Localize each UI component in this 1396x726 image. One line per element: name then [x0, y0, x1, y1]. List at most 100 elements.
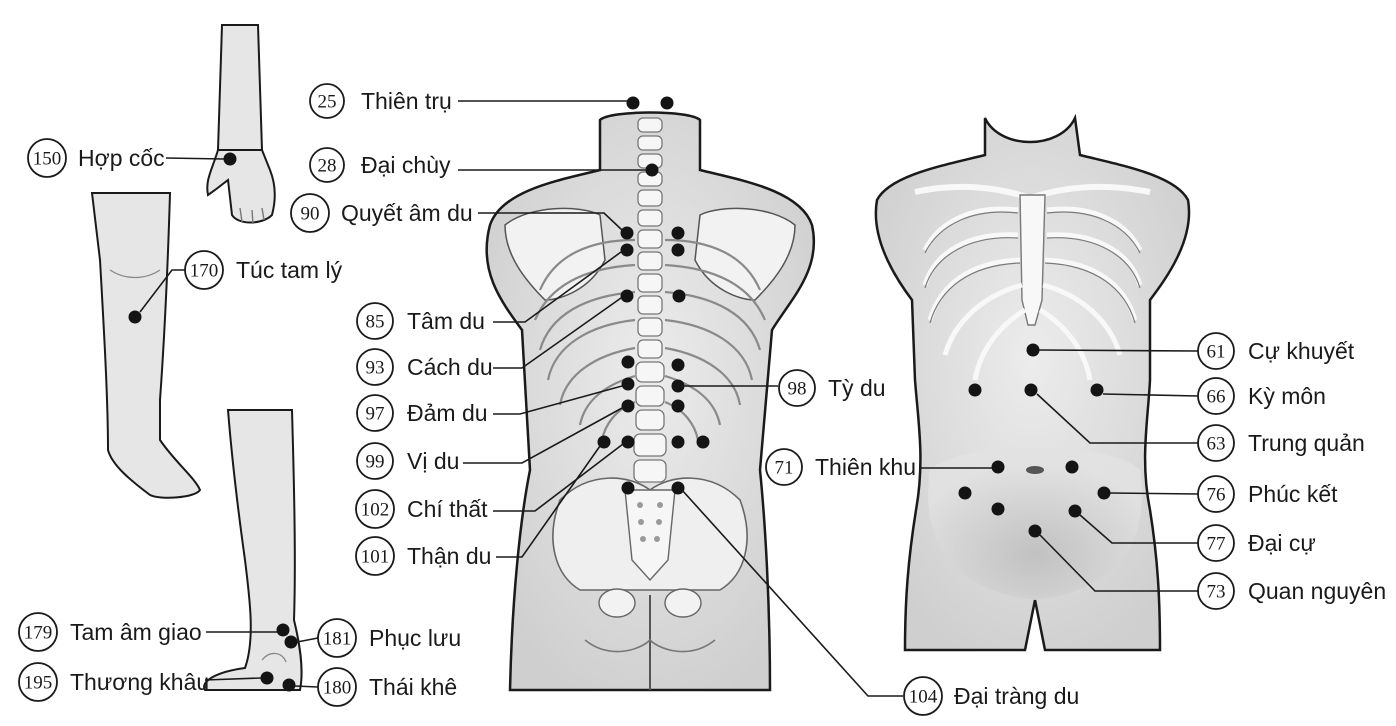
point-number: 150 — [33, 149, 62, 170]
point-number: 73 — [1207, 582, 1226, 603]
point-dot — [621, 355, 635, 369]
sacral-foramina — [637, 502, 663, 542]
point-number-circle — [18, 612, 58, 652]
leg-outline — [90, 192, 202, 499]
sternum — [1019, 194, 1046, 326]
point-number: 181 — [323, 629, 352, 650]
point-name: Tam âm giao — [70, 619, 202, 645]
point-number: 97 — [366, 404, 385, 425]
ankle-bone — [261, 652, 287, 663]
point-number-circle — [356, 348, 394, 386]
point-dot — [282, 678, 296, 692]
point-dot — [128, 310, 142, 324]
leader-line — [496, 445, 601, 558]
leader-line — [294, 685, 319, 688]
leader-line — [296, 637, 319, 643]
point-name: Quan nguyên — [1248, 578, 1386, 604]
back-ribs — [533, 238, 767, 441]
point-dot — [671, 226, 685, 240]
point-number: 66 — [1207, 387, 1226, 408]
point-name: Thận du — [407, 543, 491, 569]
point-number-circle — [309, 147, 345, 183]
point-number-circle — [1197, 424, 1235, 462]
point-number: 90 — [301, 204, 320, 225]
leader-line — [463, 407, 623, 464]
point-number-circle — [778, 369, 816, 407]
point-name: Phúc kết — [1248, 481, 1338, 507]
point-number: 99 — [366, 452, 385, 473]
knee-line — [109, 269, 161, 279]
leader-line — [1109, 492, 1199, 495]
point-name: Đảm du — [407, 400, 488, 426]
point-dot — [620, 243, 634, 257]
leader-line — [1036, 393, 1198, 444]
point-name: Thiên trụ — [361, 88, 452, 114]
leader-line — [165, 157, 225, 160]
leader-line — [493, 385, 623, 415]
point-number: 98 — [788, 379, 807, 400]
leader-line — [493, 297, 622, 369]
point-dot — [671, 435, 685, 449]
point-dot — [671, 399, 685, 413]
point-label: 93 Cách du — [356, 348, 493, 386]
point-number-circle — [356, 442, 394, 480]
point-name: Cự khuyết — [1248, 338, 1355, 364]
leader-line — [204, 677, 262, 681]
point-number: 101 — [361, 547, 390, 568]
point-number: 93 — [366, 358, 385, 379]
point-dot — [620, 289, 634, 303]
point-number-circle — [184, 250, 224, 290]
point-dot — [284, 635, 298, 649]
point-number: 104 — [909, 687, 938, 708]
point-name: Túc tam lý — [236, 257, 343, 283]
point-name: Vị du — [407, 448, 459, 474]
point-label: 73 Quan nguyên — [1197, 572, 1386, 610]
point-name: Cách du — [407, 354, 493, 380]
sacrum — [624, 489, 676, 582]
leader-line — [681, 489, 903, 697]
point-number: 28 — [318, 156, 337, 177]
back-spine — [633, 117, 667, 483]
point-number-circle — [317, 667, 357, 707]
point-number-circle — [356, 394, 394, 432]
leader-line — [1102, 393, 1199, 397]
point-name: Tâm du — [407, 308, 485, 334]
point-number-circle — [1197, 377, 1235, 415]
point-dot — [968, 383, 982, 397]
left-femur-head — [598, 588, 636, 618]
front-rib-outlines — [924, 211, 1141, 324]
point-number: 180 — [323, 678, 352, 699]
front-ribs — [922, 206, 1143, 381]
point-number: 170 — [190, 261, 219, 282]
point-dot — [991, 460, 1005, 474]
point-number-circle — [290, 193, 330, 233]
navel — [1026, 466, 1044, 474]
point-name: Tỳ du — [828, 375, 886, 401]
point-name: Chí thất — [407, 496, 488, 522]
ankle-acupoints — [260, 623, 298, 692]
point-number-circle — [309, 83, 345, 119]
point-dot — [671, 481, 685, 495]
front-acupoints — [958, 343, 1111, 538]
point-number-circle — [355, 489, 395, 529]
point-name: Kỳ môn — [1248, 383, 1326, 409]
point-dot — [671, 243, 685, 257]
point-number: 25 — [318, 92, 337, 113]
point-dot — [672, 289, 686, 303]
point-dot — [1090, 383, 1104, 397]
point-number-circle — [1197, 332, 1235, 370]
point-dot — [597, 435, 611, 449]
